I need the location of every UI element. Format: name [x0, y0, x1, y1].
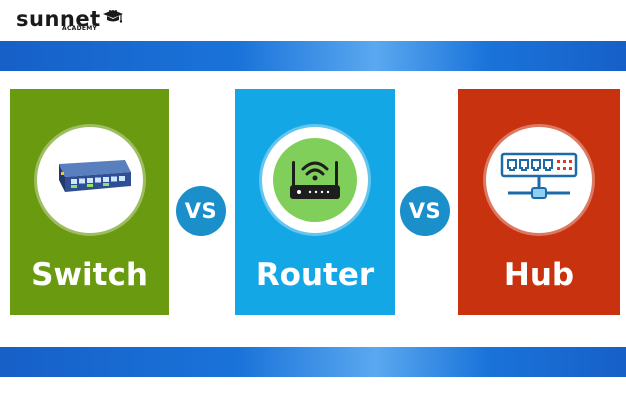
network-switch-icon: [58, 160, 131, 192]
graduation-cap-icon: [102, 10, 123, 23]
versus-badge-1: VS: [176, 186, 226, 236]
switch-card: Switch: [10, 89, 169, 315]
switch-label: Switch: [31, 257, 148, 293]
router-card: Router: [235, 89, 395, 315]
router-label: Router: [255, 257, 375, 293]
hub-icon-circle: [486, 127, 592, 233]
brand-subtitle: ACADEMY: [62, 25, 98, 32]
bottom-blue-band: [0, 347, 626, 377]
hub-label: Hub: [503, 257, 575, 293]
hub-card: Hub: [458, 89, 620, 315]
versus-badge-2: VS: [400, 186, 450, 236]
top-blue-band: [0, 41, 626, 71]
brand-name: sunnet: [16, 7, 101, 31]
router-icon-circle: [262, 127, 368, 233]
brand-logo: sunnet: [16, 6, 124, 32]
wifi-router-icon: [273, 138, 357, 222]
switch-icon-circle: [36, 127, 143, 233]
network-hub-icon: [500, 152, 578, 199]
